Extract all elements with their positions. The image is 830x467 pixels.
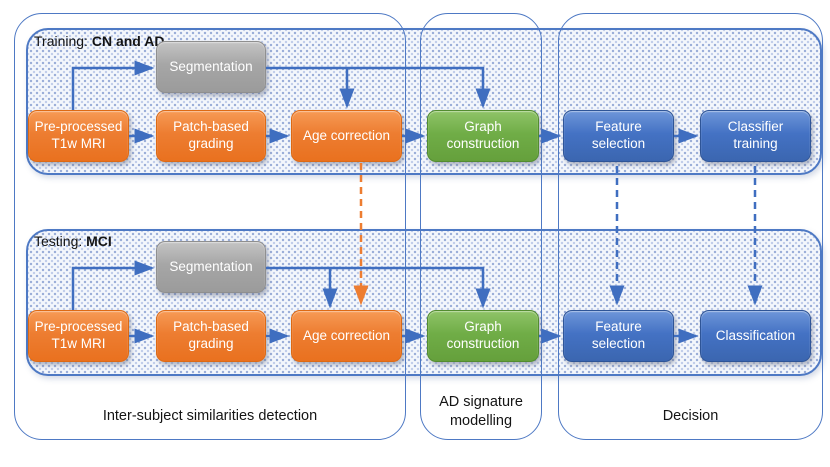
testing-header-cohort: MCI bbox=[86, 233, 112, 249]
testing-header-prefix: Testing: bbox=[34, 233, 87, 249]
node-segmentation-training: Segmentation bbox=[156, 41, 266, 93]
testing-row-header: Testing: MCI bbox=[34, 233, 112, 249]
node-graph-construction-training: Graph construction bbox=[427, 110, 539, 162]
node-graph-construction-testing: Graph construction bbox=[427, 310, 539, 362]
node-patch-grading-testing: Patch-based grading bbox=[156, 310, 266, 362]
node-preprocessed-mri-testing: Pre-processed T1w MRI bbox=[28, 310, 129, 362]
node-classifier-training: Classifier training bbox=[700, 110, 811, 162]
node-age-correction-training: Age correction bbox=[291, 110, 402, 162]
node-preprocessed-mri-training: Pre-processed T1w MRI bbox=[28, 110, 129, 162]
training-header-prefix: Training: bbox=[34, 33, 92, 49]
section-box-ad-signature bbox=[420, 13, 542, 440]
node-segmentation-testing: Segmentation bbox=[156, 241, 266, 293]
training-row-header: Training: CN and AD bbox=[34, 33, 164, 49]
node-classification-testing: Classification bbox=[700, 310, 811, 362]
label-intersubject-similarities: Inter-subject similarities detection bbox=[102, 408, 318, 424]
section-box-decision bbox=[558, 13, 823, 440]
training-header-cohort: CN and AD bbox=[91, 33, 165, 49]
node-patch-grading-training: Patch-based grading bbox=[156, 110, 266, 162]
node-feature-selection-training: Feature selection bbox=[563, 110, 674, 162]
label-ad-signature-modelling: AD signature modelling bbox=[439, 394, 523, 429]
label-decision: Decision bbox=[662, 408, 719, 424]
node-age-correction-testing: Age correction bbox=[291, 310, 402, 362]
section-box-intersubject-similarities bbox=[14, 13, 406, 440]
node-feature-selection-testing: Feature selection bbox=[563, 310, 674, 362]
